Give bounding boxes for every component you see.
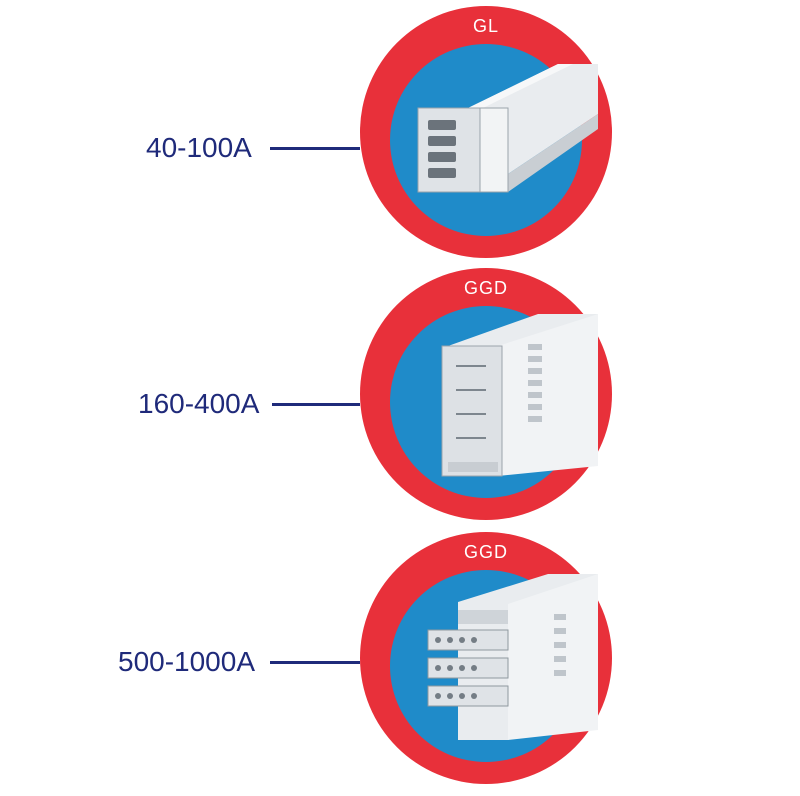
series-name: GGD xyxy=(463,278,508,298)
busbar-ggd-medium-icon xyxy=(360,268,612,520)
rating-label: 500-1000A xyxy=(118,646,256,677)
product-disc: GGD xyxy=(358,266,614,522)
busbar-gl-icon xyxy=(360,6,612,258)
connector-line xyxy=(270,661,360,664)
product-row-ggd-medium: 160-400A xyxy=(0,266,800,526)
connector-line xyxy=(270,147,360,150)
product-disc: GL xyxy=(358,4,614,260)
connector-line xyxy=(272,403,360,406)
series-name: GL xyxy=(472,16,499,36)
product-row-ggd-large: 500-1000A xyxy=(0,530,800,790)
product-row-gl: 40-100A GL xyxy=(0,4,800,264)
rating-label: 160-400A xyxy=(138,388,260,419)
product-disc: GGD xyxy=(358,530,614,786)
series-name: GGD xyxy=(463,542,508,562)
rating-label: 40-100A xyxy=(146,132,252,163)
busbar-ggd-large-icon xyxy=(360,532,612,784)
